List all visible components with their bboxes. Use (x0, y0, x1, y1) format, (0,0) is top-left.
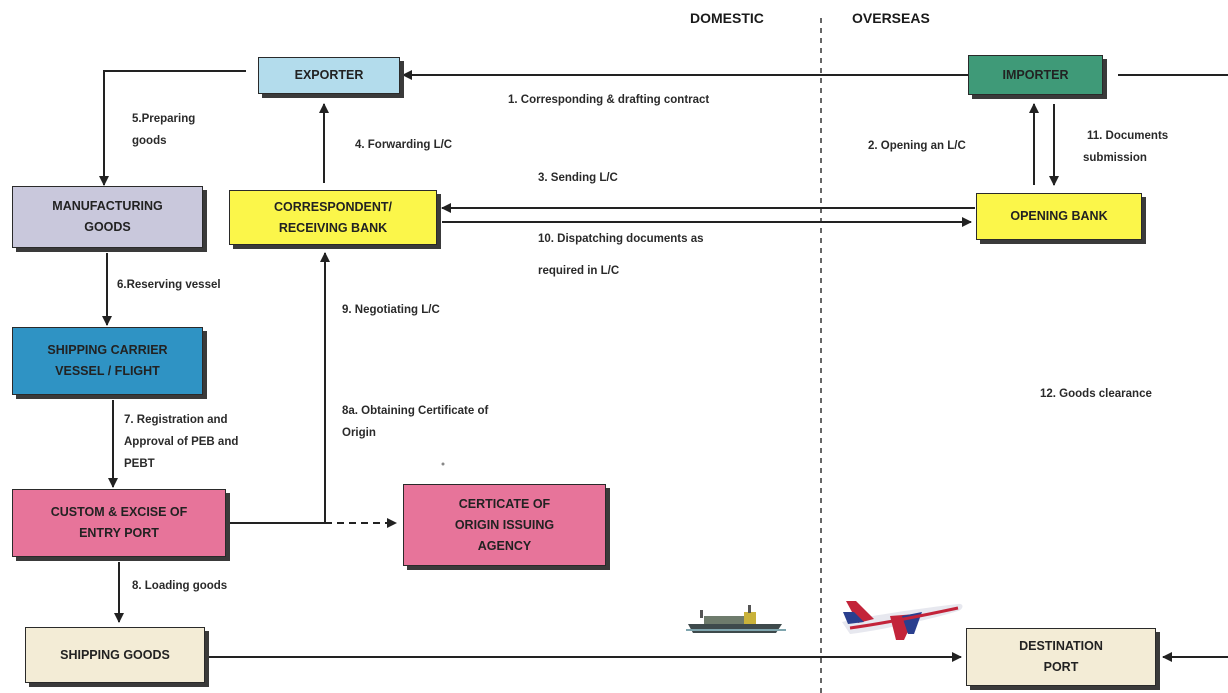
shipping-carrier-label-line2: VESSEL / FLIGHT (55, 364, 160, 378)
shipping-goods-label: SHIPPING GOODS (60, 647, 170, 662)
step-10-line1: 10. Dispatching documents as (538, 233, 704, 245)
step-8a-label: 8a. Obtaining Certificate of Origin (342, 400, 488, 444)
correspondent-label-line1: CORRESPONDENT/ (273, 199, 393, 214)
certificate-label-line2: ORIGIN ISSUING (454, 517, 555, 532)
step-9-label: 9. Negotiating L/C (342, 304, 440, 316)
step-11-line2: submission (1083, 152, 1147, 164)
certificate-label-line1: CERTICATE OF (458, 496, 551, 511)
domestic-header: DOMESTIC (690, 10, 764, 26)
custom-excise-label-line1: CUSTOM & EXCISE OF (50, 505, 188, 519)
certificate-agency-box[interactable]: CERTICATE OF ORIGIN ISSUING AGENCY (403, 484, 606, 566)
step-10-label: 10. Dispatching documents as required in… (538, 228, 704, 282)
importer-label: IMPORTER (1002, 67, 1069, 82)
manufacturing-label-line1: MANUFACTURING (52, 199, 163, 213)
step-2-label: 2. Opening an L/C (868, 140, 966, 152)
step-7-line2: Approval of PEB and (124, 436, 239, 448)
opening-bank-box[interactable]: OPENING BANK (976, 193, 1142, 240)
step-11-label: 11. Documents submission (1083, 125, 1168, 169)
shipping-goods-box[interactable]: SHIPPING GOODS (25, 627, 205, 683)
overseas-header: OVERSEAS (852, 10, 930, 26)
correspondent-label-line2: RECEIVING BANK (278, 220, 388, 235)
manufacturing-goods-box[interactable]: MANUFACTURING GOODS (12, 186, 203, 248)
destination-label-line1: DESTINATION (1019, 639, 1103, 653)
shipping-carrier-box[interactable]: SHIPPING CARRIER VESSEL / FLIGHT (12, 327, 203, 395)
step-8a-line2: Origin (342, 427, 376, 439)
step-6-label: 6.Reserving vessel (117, 279, 221, 291)
step-10-line2: required in L/C (538, 265, 620, 277)
step-7-line1: 7. Registration and (124, 414, 228, 426)
step-5-label: 5.Preparing goods (132, 108, 195, 152)
arrow-step-9 (226, 252, 330, 524)
arrow-step-5 (99, 70, 246, 186)
destination-label-line2: PORT (1043, 660, 1079, 674)
shipping-carrier-label-line1: SHIPPING CARRIER (47, 343, 168, 357)
airplane-icon (842, 601, 963, 640)
step-5-line1: 5.Preparing (132, 113, 196, 125)
custom-excise-box[interactable]: CUSTOM & EXCISE OF ENTRY PORT (12, 489, 226, 557)
manufacturing-label-line2: GOODS (84, 220, 131, 234)
ship-icon (686, 605, 786, 633)
exporter-label: EXPORTER (294, 68, 364, 82)
step-8a-line1: 8a. Obtaining Certificate of (342, 405, 489, 417)
step-12-label: 12. Goods clearance (1040, 388, 1152, 400)
step-5-line2: goods (132, 135, 167, 147)
custom-excise-label-line2: ENTRY PORT (79, 526, 159, 540)
step-4-label: 4. Forwarding L/C (355, 139, 453, 151)
correspondent-bank-box[interactable]: CORRESPONDENT/ RECEIVING BANK (229, 190, 437, 245)
certificate-label-line3: AGENCY (477, 538, 532, 553)
step-3-label: 3. Sending L/C (538, 172, 618, 184)
dot-mark (441, 462, 445, 466)
step-8-label: 8. Loading goods (132, 580, 228, 592)
step-7-label: 7. Registration and Approval of PEB and … (124, 409, 238, 475)
step-7-line3: PEBT (124, 458, 155, 470)
exporter-box[interactable]: EXPORTER (258, 57, 400, 94)
destination-port-box[interactable]: DESTINATION PORT (966, 628, 1156, 686)
step-1-label: 1. Corresponding & drafting contract (508, 94, 710, 106)
step-11-line1: 11. Documents (1087, 130, 1169, 142)
opening-bank-label: OPENING BANK (1010, 209, 1108, 223)
importer-box[interactable]: IMPORTER (968, 55, 1103, 95)
